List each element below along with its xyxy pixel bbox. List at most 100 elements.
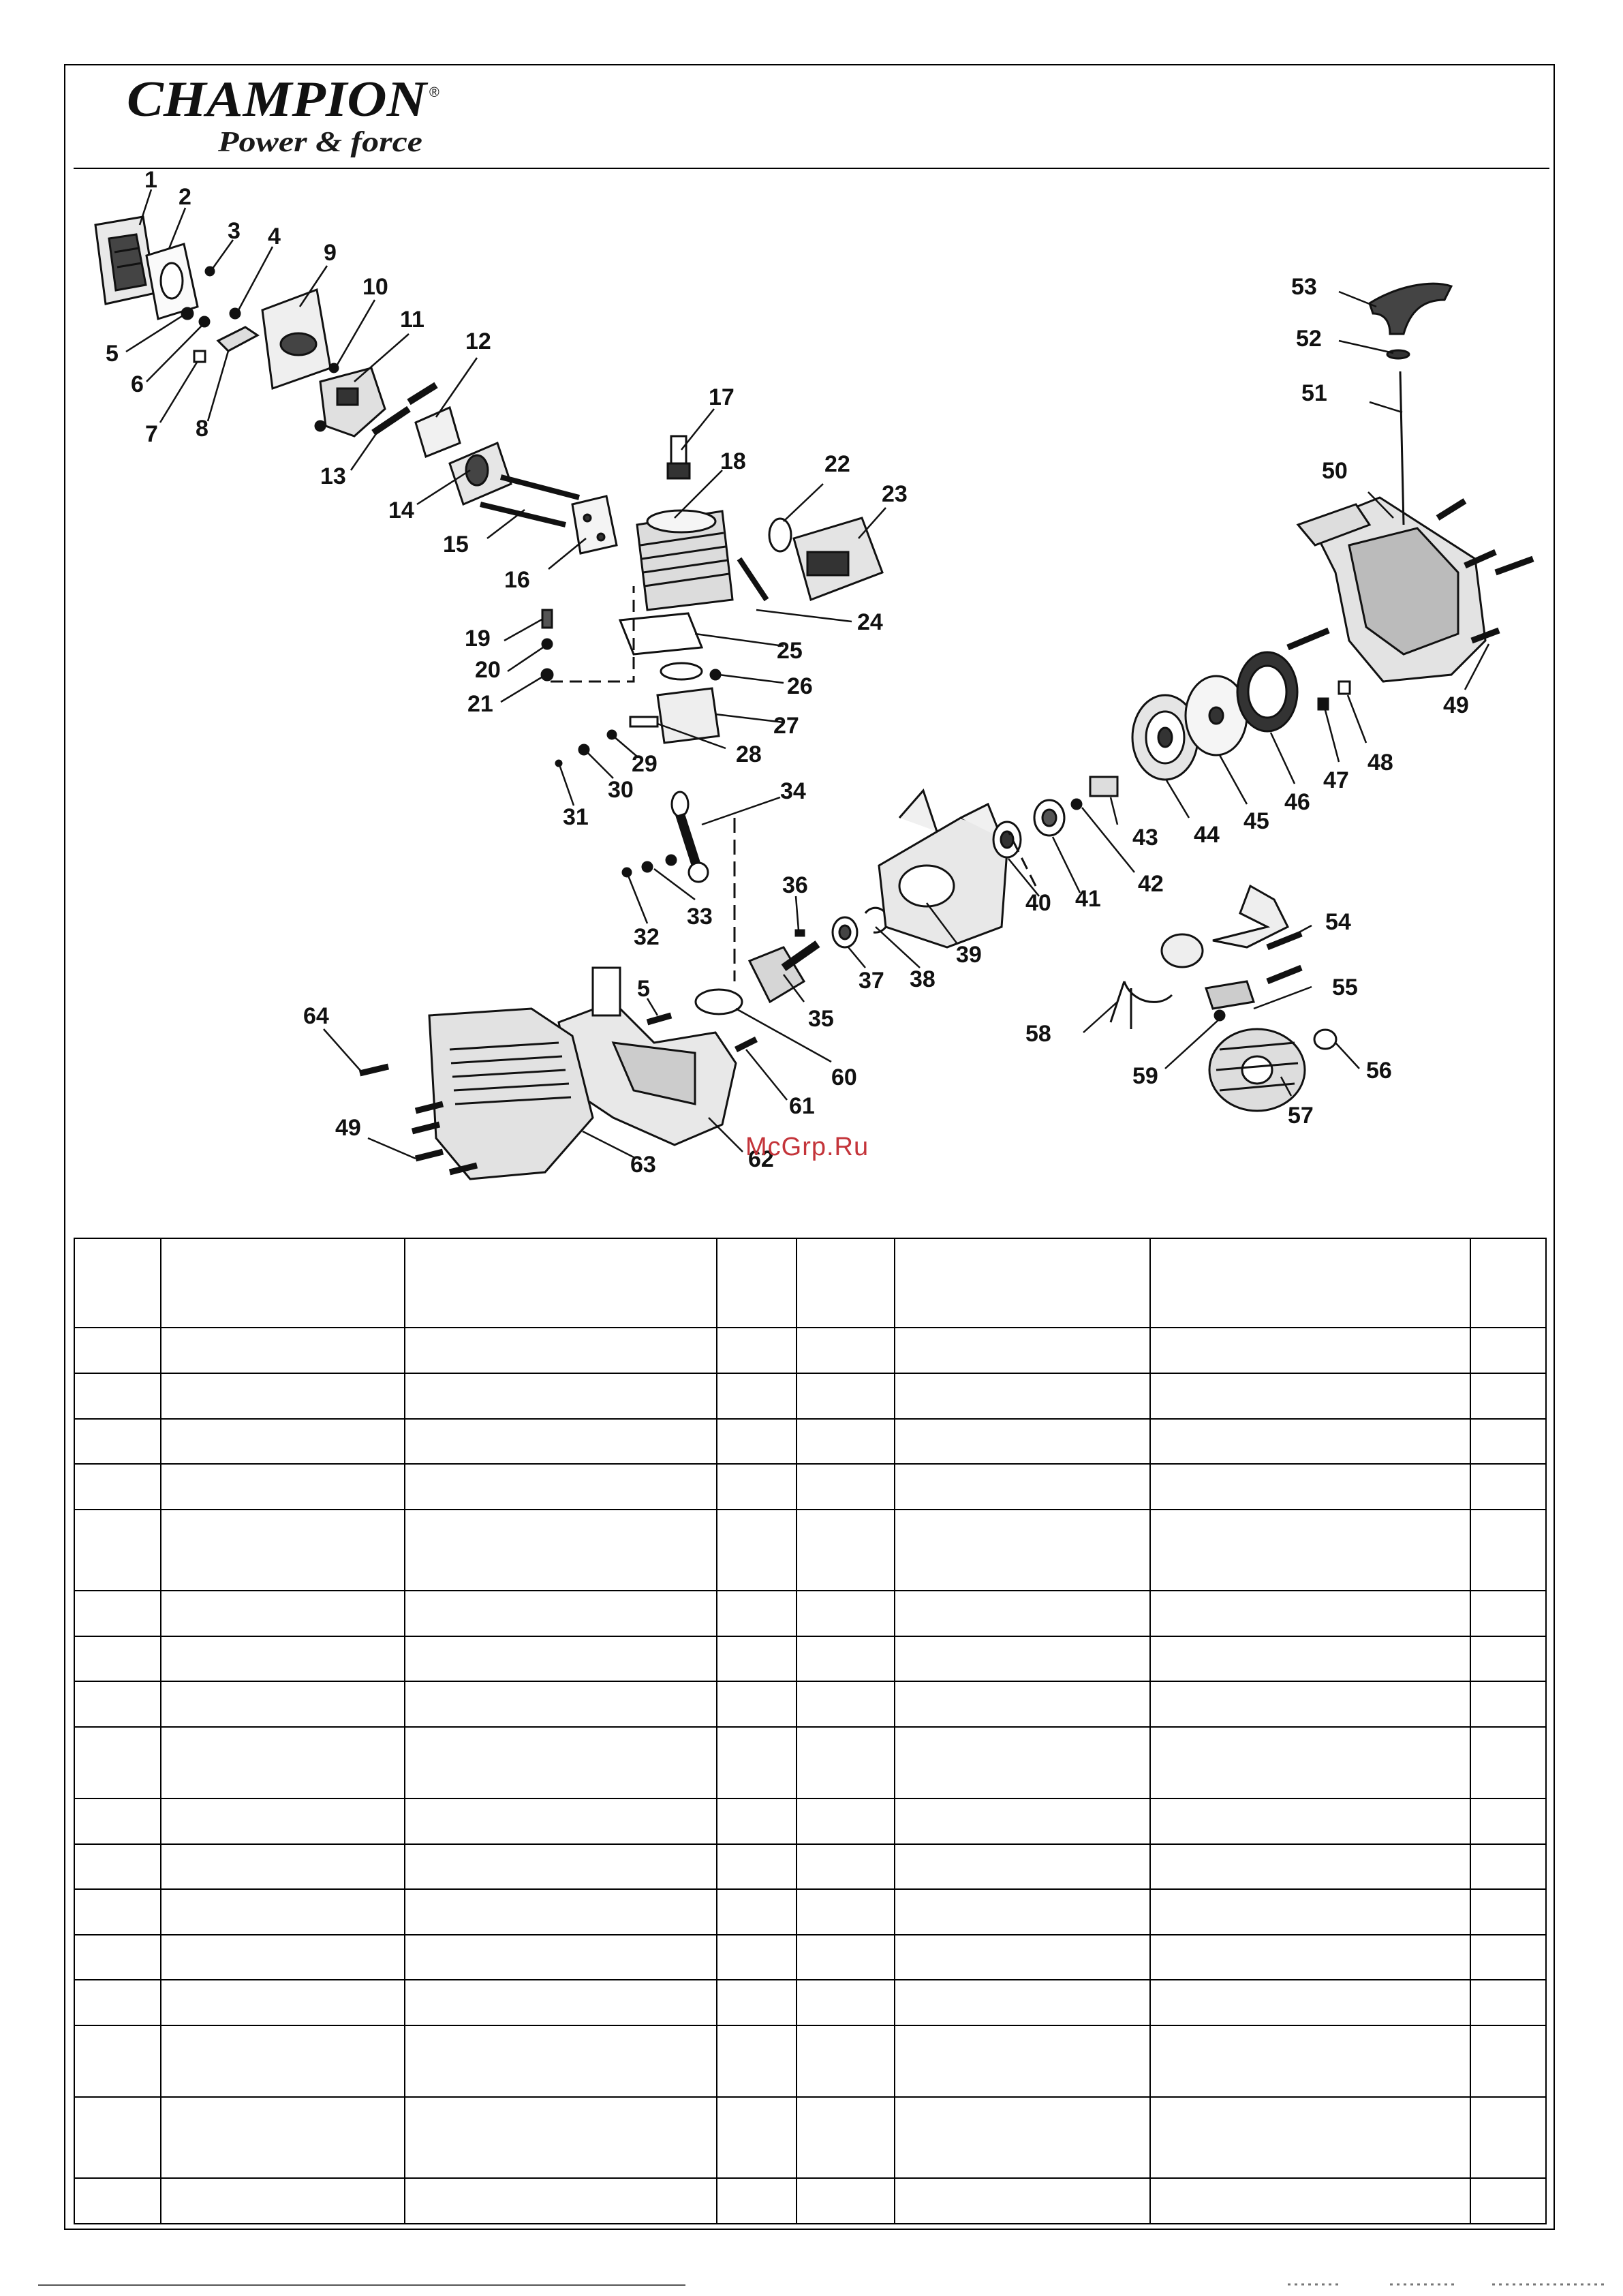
- footer-rule: [38, 2284, 685, 2286]
- table-cell: [1470, 2025, 1547, 2098]
- table-cell: [160, 1372, 405, 1420]
- table-cell: [894, 1888, 1151, 1935]
- callout-25: 25: [777, 638, 803, 664]
- table-cell: [1149, 1979, 1471, 2027]
- table-row: [74, 1327, 1547, 1374]
- callout-11: 11: [400, 307, 424, 333]
- table-row: [74, 1726, 1547, 1799]
- part-washer: [204, 266, 215, 277]
- table-cell: [160, 1843, 405, 1891]
- callout-24: 24: [857, 609, 883, 635]
- table-cell: [74, 1933, 161, 1981]
- callout-18: 18: [720, 448, 746, 474]
- callout-48: 48: [1367, 750, 1393, 776]
- table-cell: [1470, 1372, 1547, 1420]
- callout-6: 6: [131, 371, 144, 397]
- table-cell: [1149, 1327, 1471, 1374]
- table-cell: [1470, 1681, 1547, 1728]
- part-gasket: [571, 495, 618, 555]
- table-cell: [716, 1237, 797, 1329]
- table-cell: [1149, 1237, 1471, 1329]
- table-cell: [716, 1933, 797, 1981]
- table-cell: [796, 1979, 895, 2027]
- callout-43: 43: [1132, 825, 1158, 851]
- part-intake-manifold: [448, 441, 512, 506]
- table-cell: [716, 1327, 797, 1374]
- callout-22: 22: [824, 451, 850, 477]
- part-muffler: [792, 517, 884, 601]
- table-cell: [796, 2177, 895, 2224]
- table-cell: [1470, 1463, 1547, 1510]
- callout-40: 40: [1025, 890, 1051, 916]
- table-cell: [796, 1933, 895, 1981]
- callout-35: 35: [808, 1006, 834, 1032]
- table-cell: [74, 1589, 161, 1637]
- part-flywheel: [1208, 1028, 1306, 1112]
- table-cell: [74, 1681, 161, 1728]
- table-cell: [1149, 1508, 1471, 1591]
- table-row: [74, 1463, 1547, 1510]
- part-starter-handle: [1368, 282, 1453, 335]
- callout-55: 55: [1332, 975, 1358, 1000]
- table-cell: [1149, 2025, 1471, 2098]
- callout-8: 8: [196, 416, 208, 442]
- callout-50: 50: [1322, 458, 1348, 484]
- callout-4: 4: [268, 224, 281, 249]
- table-cell: [716, 1843, 797, 1891]
- callout-47: 47: [1323, 767, 1349, 793]
- table-cell: [796, 1237, 895, 1329]
- part-connecting-rod: [670, 791, 709, 883]
- part-fuel-tank: [557, 966, 737, 1146]
- table-cell: [1470, 1418, 1547, 1465]
- table-cell: [894, 1979, 1151, 2027]
- part-spark-plug: [666, 435, 691, 480]
- table-header-row: [74, 1237, 1547, 1329]
- table-cell: [1470, 1508, 1547, 1591]
- callout-59: 59: [1132, 1063, 1158, 1089]
- table-row: [74, 1979, 1547, 2027]
- table-cell: [1149, 1463, 1471, 1510]
- table-cell: [894, 1372, 1151, 1420]
- table-cell: [74, 1635, 161, 1683]
- table-cell: [796, 2025, 895, 2098]
- callout-46: 46: [1284, 789, 1310, 815]
- callout-26: 26: [787, 673, 813, 699]
- table-cell: [74, 1508, 161, 1591]
- part-crankshaft: [747, 940, 820, 1004]
- part-cylinder-gasket: [618, 612, 704, 656]
- table-cell: [1470, 1589, 1547, 1637]
- table-cell: [716, 1635, 797, 1683]
- footer-scan-marks: [1288, 2283, 1608, 2286]
- table-cell: [74, 1726, 161, 1799]
- callout-38: 38: [910, 966, 936, 992]
- callout-52: 52: [1296, 326, 1322, 352]
- table-cell: [160, 1237, 405, 1329]
- table-cell: [404, 1979, 717, 2027]
- table-cell: [894, 2177, 1151, 2224]
- table-cell: [894, 1797, 1151, 1845]
- table-cell: [796, 1726, 895, 1799]
- champion-logo: CHAMPION ® Power & force: [127, 72, 439, 158]
- page-frame: [64, 64, 1555, 2230]
- table-cell: [1149, 2096, 1471, 2179]
- table-cell: [1149, 1888, 1471, 1935]
- table-cell: [160, 2096, 405, 2179]
- table-cell: [404, 2025, 717, 2098]
- table-cell: [716, 1797, 797, 1845]
- table-cell: [1470, 2177, 1547, 2224]
- table-cell: [1470, 1635, 1547, 1683]
- leader-lines: [125, 189, 1490, 1160]
- table-cell: [404, 1635, 717, 1683]
- part-filter-element: [145, 243, 199, 320]
- table-cell: [74, 1327, 161, 1374]
- callout-54: 54: [1325, 909, 1351, 935]
- table-row: [74, 2096, 1547, 2179]
- part-ignition-coil: [1160, 884, 1290, 1010]
- callout-10: 10: [362, 274, 388, 300]
- callout-3: 3: [228, 218, 241, 244]
- table-cell: [404, 2096, 717, 2179]
- callout-13: 13: [320, 463, 346, 489]
- table-cell: [160, 1933, 405, 1981]
- part-pulley-hub: [1089, 776, 1119, 797]
- callout-58: 58: [1025, 1021, 1051, 1047]
